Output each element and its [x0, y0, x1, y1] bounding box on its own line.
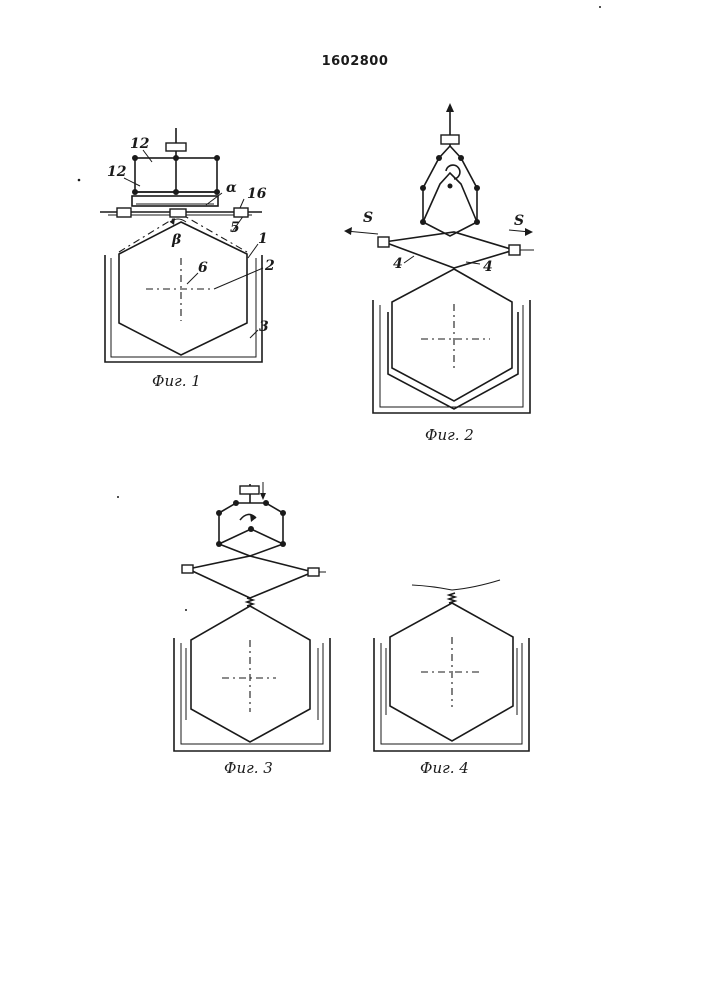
scan-speck: [78, 179, 81, 182]
fig3-suspension-block: [240, 486, 259, 494]
fig2-label-s-left: S: [363, 210, 373, 226]
fig3-joint: [216, 541, 222, 547]
fig3-twist-knot: [247, 598, 253, 606]
fig2-lift-arrowhead: [446, 103, 454, 112]
fig1-leader-1: [248, 244, 258, 258]
fig2-left-clamp: [378, 237, 389, 247]
fig1-label-6: 6: [198, 260, 208, 276]
fig2-joint: [448, 184, 453, 189]
fig1-label-5: 5: [230, 220, 240, 236]
fig1-joint: [173, 189, 179, 195]
fig3-joint: [248, 526, 254, 532]
fig1-label-beta: β: [171, 232, 182, 248]
fig3-gripper-jaw: [219, 544, 283, 556]
fig2-caption: Фиг. 2: [425, 426, 474, 444]
fig1-label-12a: 12: [130, 136, 150, 152]
fig3-lower-arrowhead: [260, 493, 266, 500]
fig1-right-clamp: [234, 208, 248, 217]
fig1-suspension-block: [166, 143, 186, 151]
fig2-joint: [474, 219, 480, 225]
fig1-leader-16: [240, 199, 244, 208]
scan-speck: [117, 496, 119, 498]
fig1-leader-alpha: [206, 193, 222, 205]
fig1-center-block: [170, 209, 186, 217]
fig2-container-inner-wall: [380, 305, 523, 407]
fig2-label-4b: 4: [483, 259, 493, 275]
figure-4: Фиг. 4: [374, 580, 529, 777]
fig1-joint: [214, 189, 220, 195]
fig2-label-s-right: S: [514, 213, 524, 229]
fig2-gripper-inner: [423, 173, 477, 222]
fig4-caption: Фиг. 4: [420, 759, 469, 777]
scan-speck: [185, 609, 187, 611]
fig2-container: [373, 300, 530, 413]
fig1-caption: Фиг. 1: [152, 372, 201, 390]
fig2-joint: [436, 155, 442, 161]
fig1-label-2: 2: [264, 258, 275, 274]
fig3-joint: [216, 510, 222, 516]
fig2-joint: [474, 185, 480, 191]
fig4-strand-end-left: [412, 585, 452, 590]
fig3-joint: [280, 541, 286, 547]
fig3-right-clamp: [308, 568, 319, 576]
fig3-joint: [280, 510, 286, 516]
fig4-twist-knot: [449, 593, 455, 603]
fig2-coil-wrap: [388, 312, 518, 409]
fig1-joint: [132, 189, 138, 195]
fig2-joint: [458, 155, 464, 161]
fig1-label-3: 3: [259, 319, 269, 335]
fig1-left-clamp: [117, 208, 131, 217]
fig1-label-16: 16: [247, 186, 267, 202]
fig2-label-4a: 4: [393, 256, 403, 272]
fig2-joint: [420, 219, 426, 225]
fig3-joint: [233, 500, 239, 506]
fig4-strand-end-right: [452, 580, 500, 590]
fig2-pull-arrowhead-left: [344, 227, 352, 235]
fig2-gripper-jaw: [423, 222, 477, 236]
fig1-label-alpha: α: [226, 180, 237, 196]
fig3-joint: [263, 500, 269, 506]
fig1-joint: [214, 155, 220, 161]
fig2-suspension-block: [441, 135, 459, 144]
figure-3: Фиг. 3: [174, 482, 330, 777]
scan-speck: [599, 6, 601, 8]
fig1-joint: [132, 155, 138, 161]
fig1-label-12b: 12: [107, 164, 127, 180]
fig3-strand-upper: [188, 556, 313, 572]
figure-2: S S 4 4 Фиг. 2: [344, 103, 534, 444]
fig2-pull-arrowhead-right: [525, 228, 533, 236]
fig2-strand-left: [384, 242, 514, 268]
fig3-strand-lower: [188, 569, 313, 598]
fig1-container: [105, 255, 262, 362]
fig2-leader-4a: [404, 256, 414, 263]
fig3-left-clamp: [182, 565, 193, 573]
fig1-container-inner-wall: [111, 258, 256, 357]
fig1-leader-3: [250, 330, 258, 338]
fig2-hexagon-coil: [392, 269, 512, 401]
fig2-joint: [420, 185, 426, 191]
fig1-leader-6: [187, 273, 198, 284]
fig3-caption: Фиг. 3: [224, 759, 273, 777]
fig3-container-inner-wall: [181, 643, 323, 744]
figure-1: 12 12 α 16 5 1 β 6 2 3 Фиг. 1: [100, 128, 275, 390]
fig1-label-1: 1: [258, 231, 268, 247]
fig3-gripper-outer: [219, 503, 283, 544]
fig2-right-clamp: [509, 245, 520, 255]
fig3-container: [174, 638, 330, 751]
